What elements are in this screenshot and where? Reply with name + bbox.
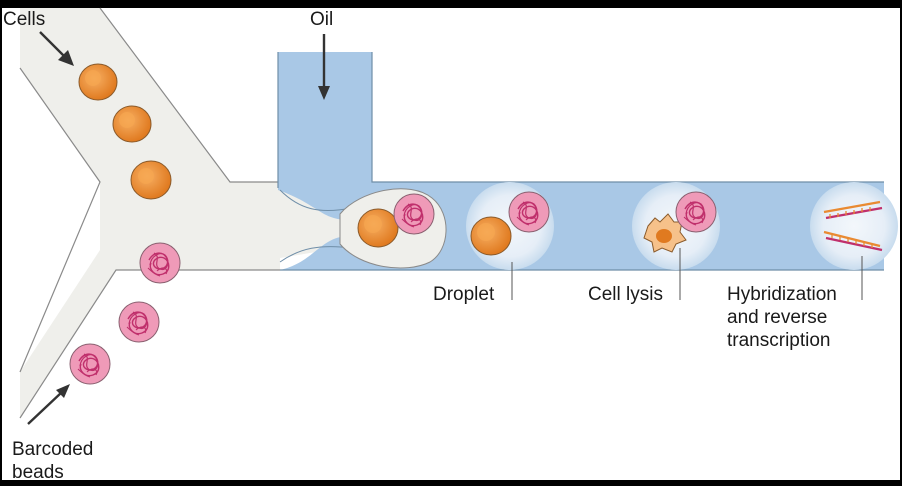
inlet-channels <box>19 7 340 419</box>
hybridization-droplet <box>810 182 898 270</box>
hybridization-label-line1: Hybridization <box>727 284 837 305</box>
droplet-label: Droplet <box>433 284 495 305</box>
lysis-droplet <box>632 182 720 270</box>
barcoded-beads-label-line2: beads <box>12 462 64 483</box>
cells-label: Cells <box>3 9 45 30</box>
inlet-beads <box>69 242 181 385</box>
cell-lysis-label: Cell lysis <box>588 284 663 305</box>
hybridization-label-line2: and reverse <box>727 307 827 328</box>
barcoded-bead <box>393 193 435 235</box>
barcoded-bead <box>675 191 717 233</box>
beads-arrow <box>27 384 70 425</box>
oil-arrow <box>318 34 330 100</box>
barcoded-bead <box>69 343 111 385</box>
hybridization-label-line3: transcription <box>727 330 831 351</box>
cells-arrow <box>39 31 74 66</box>
droplet <box>466 182 554 270</box>
inlet-cells <box>78 63 172 200</box>
oil-label: Oil <box>310 9 333 30</box>
barcoded-bead <box>139 242 181 284</box>
barcoded-bead <box>118 301 160 343</box>
forming-droplet <box>339 188 447 269</box>
barcoded-beads-label-line1: Barcoded <box>12 439 93 460</box>
barcoded-bead <box>508 191 550 233</box>
